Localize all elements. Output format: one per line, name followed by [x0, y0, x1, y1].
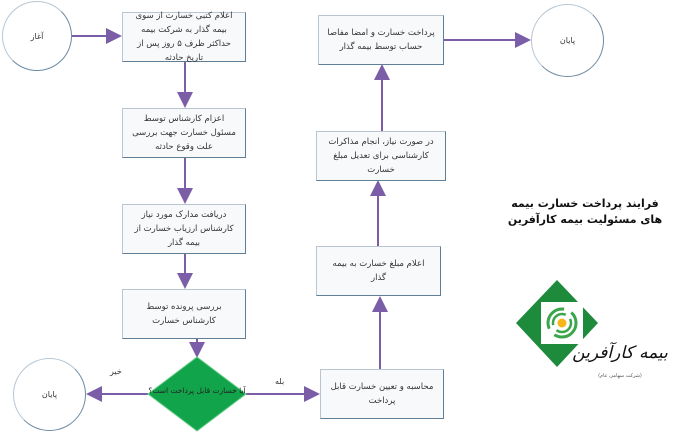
end-yes-label: پایان: [559, 36, 576, 45]
step2-label: اعزام کارشناس توسط مسئول خسارت جهت بررسی…: [132, 114, 236, 152]
decision-diamond: [147, 356, 247, 432]
step7-label: در صورت نیاز، انجام مذاکرات کارشناسی برا…: [328, 137, 434, 175]
step1-label: اعلام کتبی خسارت از سوی بیمه گذار به شرک…: [135, 11, 233, 63]
step4-label: بررسی پرونده توسط کارشناس خسارت: [146, 302, 222, 326]
step8-box: پرداخت خسارت و امضا مفاصا حساب توسط بیمه…: [318, 15, 444, 65]
step2-box: اعزام کارشناس توسط مسئول خسارت جهت بررسی…: [122, 108, 246, 158]
step5-box: محاسبه و تعیین خسارت قابل پرداخت: [320, 369, 444, 419]
logo-mark: [516, 280, 598, 367]
step4-box: بررسی پرونده توسط کارشناس خسارت: [122, 289, 246, 339]
step3-label: دریافت مدارک مورد نیاز کارشناس ارزیاب خس…: [134, 210, 234, 248]
end-no-label: پایان: [41, 390, 58, 399]
no-label: خیر: [110, 367, 122, 376]
step7-box: در صورت نیاز، انجام مذاکرات کارشناسی برا…: [316, 131, 446, 181]
decision-label: آیا خسارت قابل پرداخت است؟: [148, 386, 246, 395]
diagram-title: فرایند پرداخت خسارت بیمه های مسئولیت بیم…: [507, 197, 663, 226]
logo-name: بیمه کارآفرین: [572, 343, 668, 363]
logo-subtitle: (شرکت سهامی عام): [598, 373, 642, 379]
step3-box: دریافت مدارک مورد نیاز کارشناس ارزیاب خس…: [122, 204, 246, 254]
end-no-node: پایان: [13, 358, 86, 431]
end-yes-node: پایان: [531, 4, 604, 77]
step8-label: پرداخت خسارت و امضا مفاصا حساب توسط بیمه…: [327, 28, 435, 52]
start-node: آغاز: [2, 1, 72, 71]
step6-label: اعلام مبلغ خسارت به بیمه گذار: [332, 259, 425, 283]
yes-label: بله: [275, 377, 285, 386]
start-label: آغاز: [30, 31, 44, 41]
step5-label: محاسبه و تعیین خسارت قابل پرداخت: [330, 382, 434, 406]
step6-box: اعلام مبلغ خسارت به بیمه گذار: [316, 246, 441, 296]
step1-box: اعلام کتبی خسارت از سوی بیمه گذار به شرک…: [122, 11, 246, 63]
